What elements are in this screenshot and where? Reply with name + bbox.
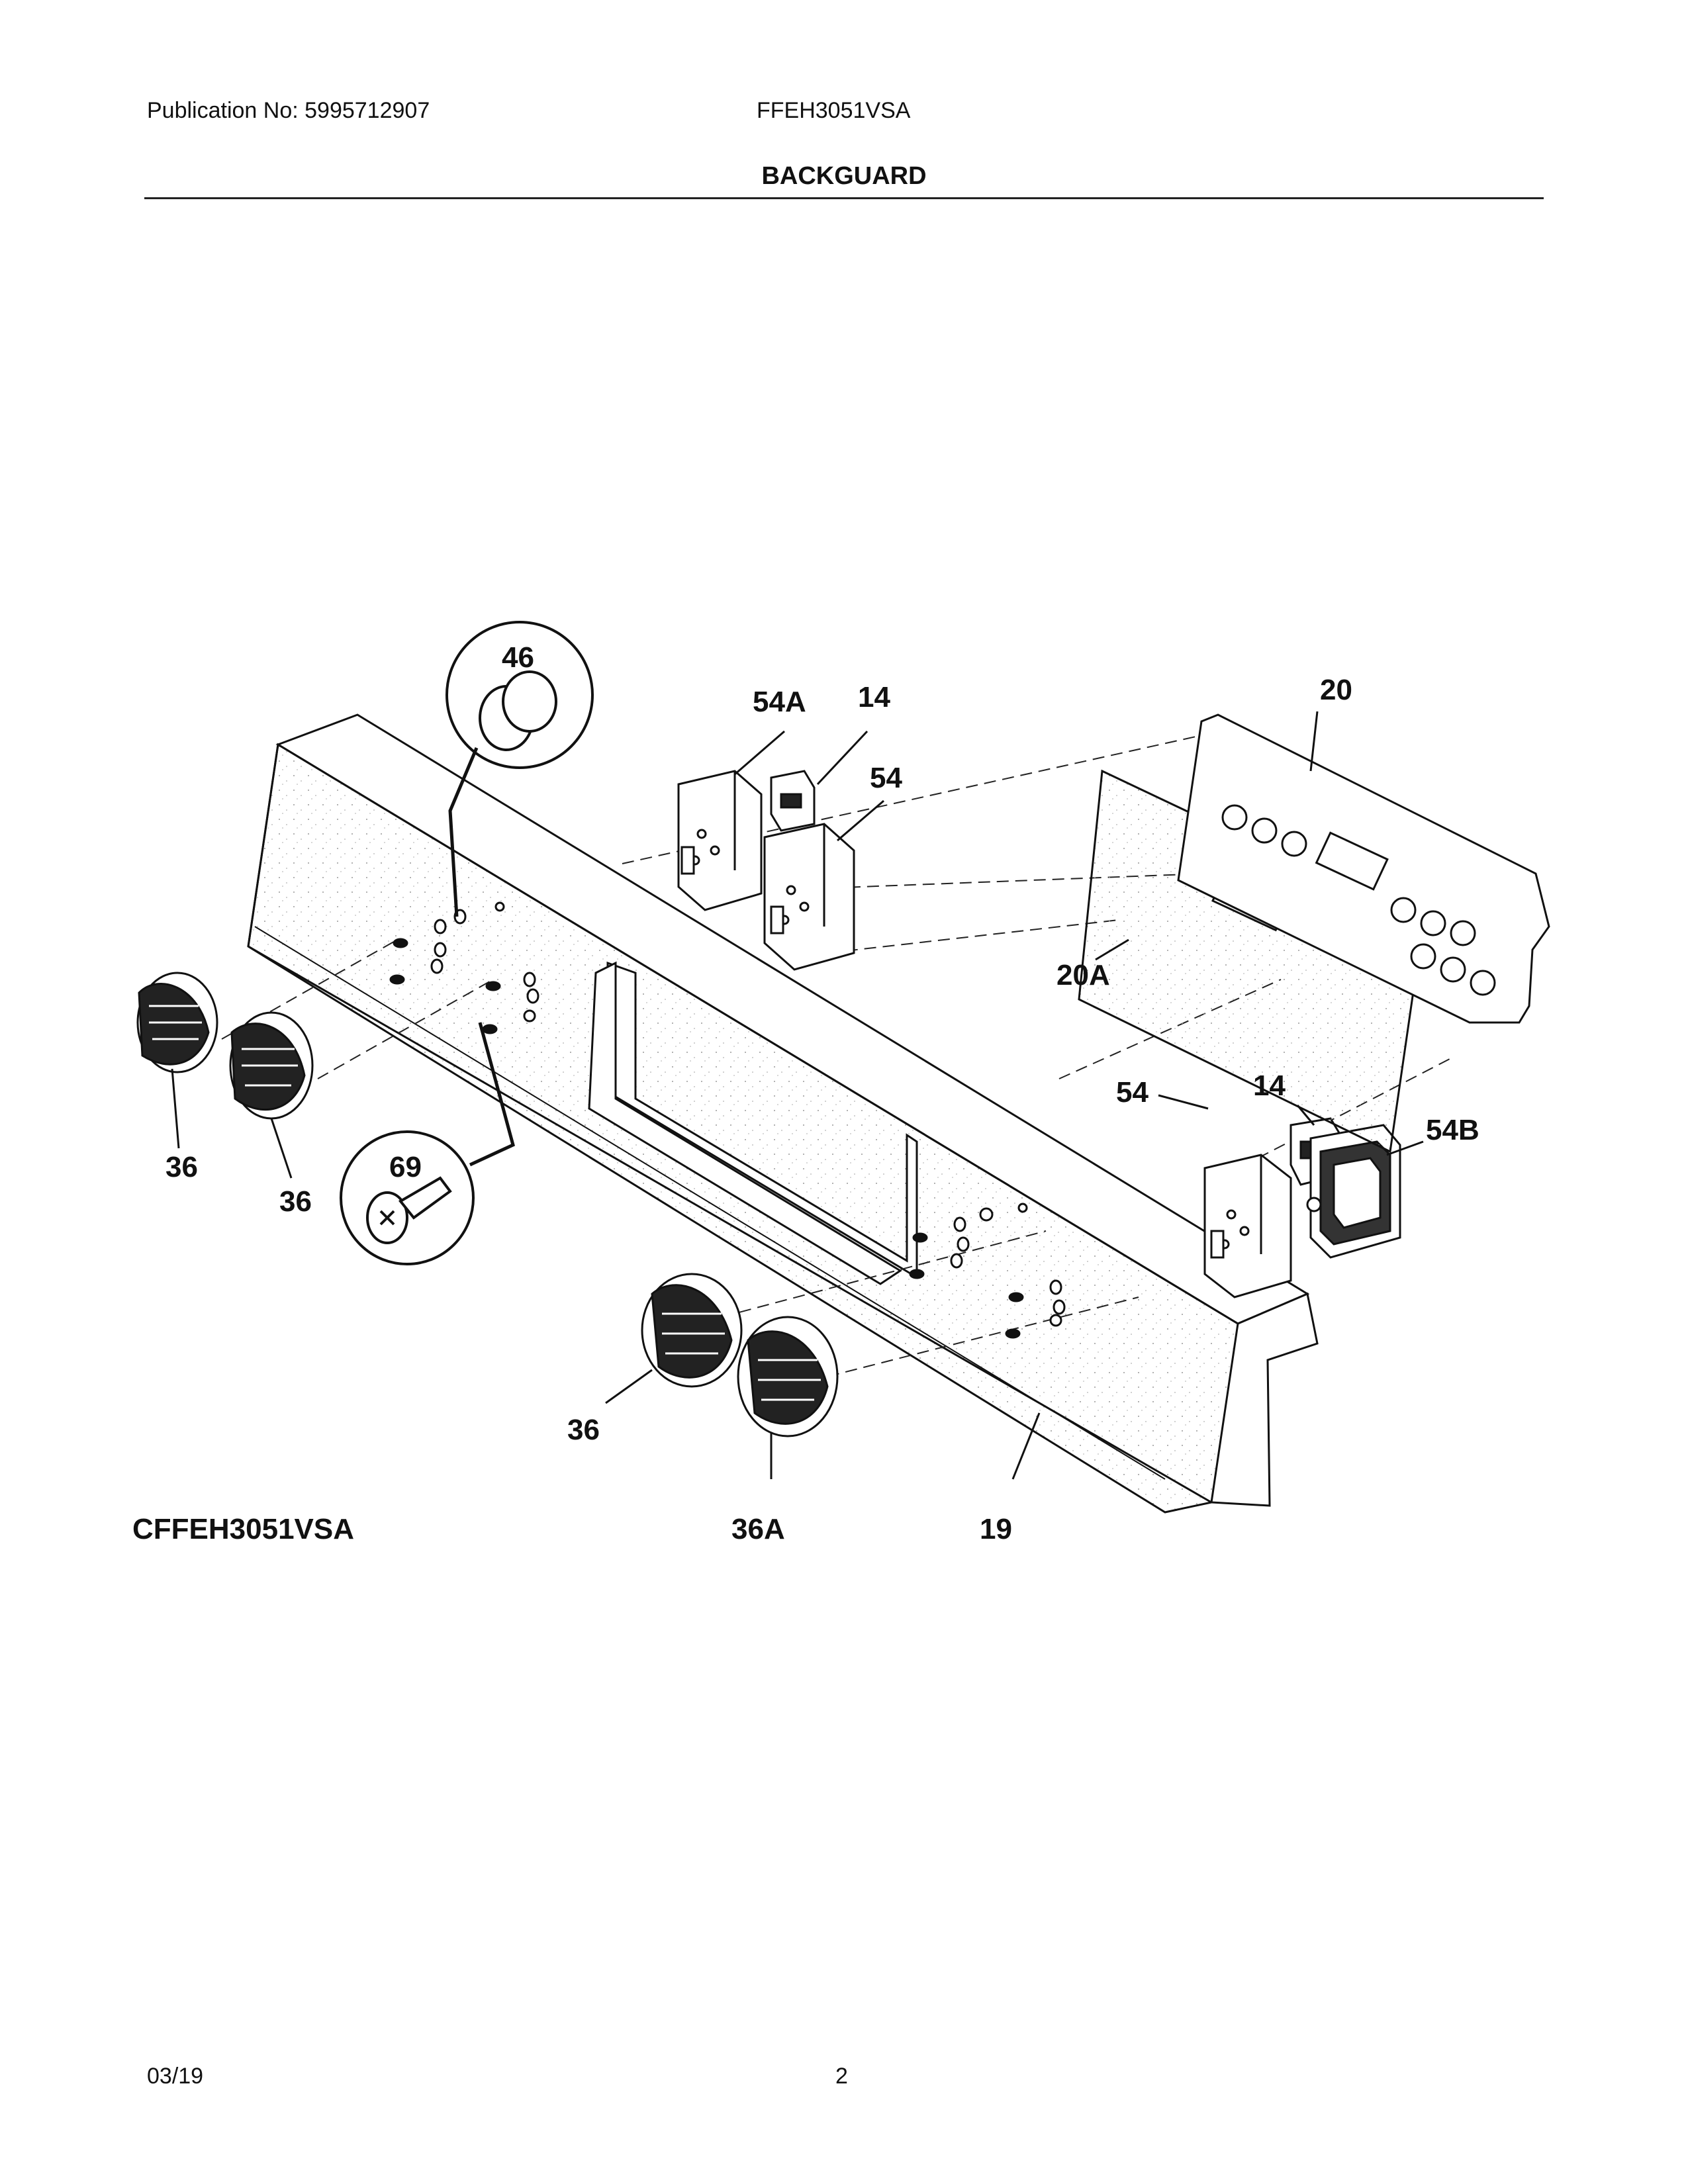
model-number: FFEH3051VSA bbox=[757, 98, 911, 123]
callout-54-upper: 54 bbox=[870, 762, 902, 794]
switch-54-middle bbox=[1203, 1154, 1292, 1298]
callout-20: 20 bbox=[1320, 674, 1352, 706]
callout-36-lower-left: 36 bbox=[279, 1185, 312, 1218]
callout-54B: 54B bbox=[1426, 1114, 1479, 1146]
section-title: BACKGUARD bbox=[761, 162, 927, 190]
callout-46: 46 bbox=[502, 641, 534, 674]
knob-36-center bbox=[641, 1273, 743, 1388]
detail-circle-46 bbox=[445, 621, 594, 769]
callout-54-middle: 54 bbox=[1116, 1076, 1149, 1109]
knob-36A bbox=[737, 1316, 839, 1437]
knob-36-upper-left bbox=[136, 972, 218, 1073]
callout-54A: 54A bbox=[753, 686, 806, 718]
knob-36-lower-left bbox=[229, 1011, 314, 1120]
publication-number: Publication No: 5995712907 bbox=[147, 98, 430, 123]
backguard-panel bbox=[247, 713, 1319, 1514]
callout-36-center: 36 bbox=[567, 1414, 600, 1446]
header-rule bbox=[144, 197, 1544, 199]
screws-and-washers bbox=[389, 901, 1066, 1339]
callout-20A: 20A bbox=[1056, 959, 1110, 991]
detail-circle-69 bbox=[340, 1130, 475, 1265]
callout-36A: 36A bbox=[731, 1513, 785, 1545]
page-number: 2 bbox=[835, 2064, 848, 2089]
callout-14-middle: 14 bbox=[1253, 1069, 1286, 1102]
electronic-control-20 bbox=[1177, 713, 1550, 1024]
control-knobs bbox=[136, 972, 839, 1437]
leader-lines bbox=[448, 747, 515, 1167]
switch-54A bbox=[677, 770, 763, 911]
leader-lines-thin bbox=[171, 711, 1424, 1480]
relay-14-upper bbox=[770, 770, 816, 832]
callout-69: 69 bbox=[389, 1151, 422, 1183]
footer-date: 03/19 bbox=[147, 2064, 204, 2089]
callout-14-upper: 14 bbox=[858, 681, 890, 713]
callout-19: 19 bbox=[980, 1513, 1012, 1545]
callout-36-upper-left: 36 bbox=[165, 1151, 198, 1183]
switch-54-upper bbox=[763, 823, 855, 971]
diagram-caption: CFFEH3051VSA bbox=[132, 1513, 354, 1545]
